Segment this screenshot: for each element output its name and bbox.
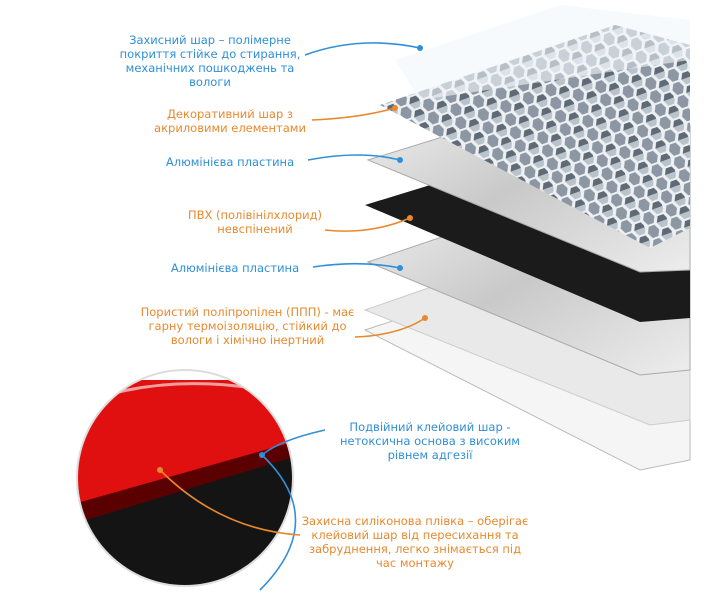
protective-layer [395, 5, 690, 100]
polypropylene-layer-label: Пористий поліпропілен (ППП) - має гарну … [140, 305, 355, 347]
aluminum-layer-2-label: Алюмінієва пластина [170, 261, 300, 275]
silicone-film-label: Захисна силіконова плівка – оберігає кле… [301, 514, 529, 570]
adhesive-layer-label: Подвійний клейовий шар - нетоксична осно… [340, 420, 520, 462]
pvc-layer-label: ПВХ (полівінілхлорид) невспінений [187, 208, 323, 236]
aluminum-layer-1-label: Алюмінієва пластина [165, 155, 295, 169]
protective-layer-label: Захисний шар – полімерне покриття стійке… [119, 33, 301, 89]
adhesive-detail-inset [77, 370, 293, 586]
decorative-layer-label: Декоративний шар з акриловими елементами [154, 107, 306, 135]
